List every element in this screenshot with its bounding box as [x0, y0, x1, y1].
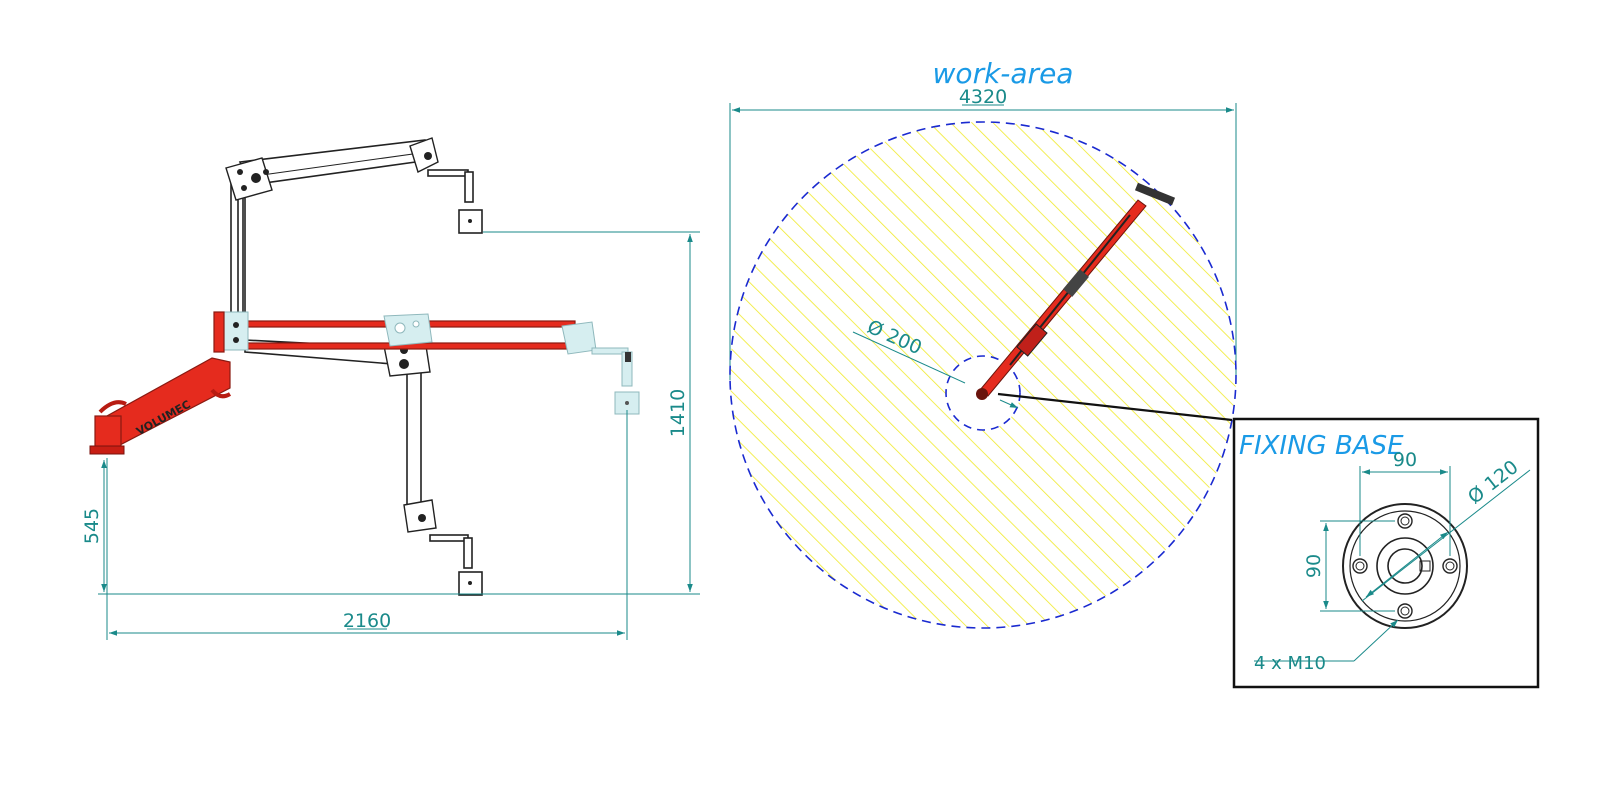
side-view: VOLUMEC 1410 545 2160	[81, 137, 700, 640]
upper-arm	[225, 137, 483, 331]
top-view-arm	[976, 182, 1233, 422]
hole-spacing-v-label: 90	[1303, 554, 1325, 578]
work-area-circle	[729, 121, 1237, 629]
work-area-width-label: 4320	[959, 86, 1007, 108]
work-area-title: work-area	[933, 57, 1074, 90]
hole-spacing-h-label: 90	[1393, 449, 1417, 471]
base-height-label: 545	[81, 508, 103, 544]
base-column: VOLUMEC	[89, 311, 249, 455]
top-view: work-area 4320 Ø 200	[729, 57, 1237, 629]
lower-arm	[244, 339, 483, 596]
bolt-spec-label: 4 x M10	[1254, 653, 1326, 674]
fixing-base-title: FIXING BASE	[1239, 431, 1404, 461]
reach-height-label: 1410	[667, 389, 689, 437]
horizontal-arm-ghost	[244, 313, 640, 415]
reach-length-label: 2160	[343, 610, 391, 632]
fixing-base-detail: FIXING BASE 90 90 Ø 120 4 x M10	[1232, 417, 1540, 689]
side-dimensions	[98, 231, 700, 640]
